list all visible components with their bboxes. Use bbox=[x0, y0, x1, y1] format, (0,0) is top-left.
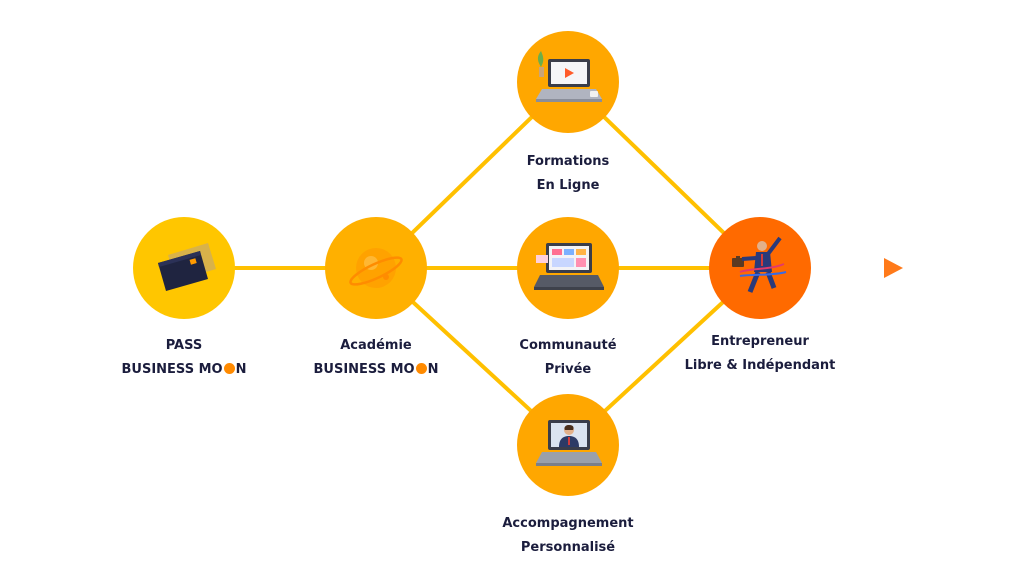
node-pass bbox=[133, 217, 235, 319]
card-icon bbox=[158, 243, 216, 291]
node-accompagnement bbox=[517, 394, 619, 496]
label-pass-line1: PASS bbox=[165, 338, 203, 353]
label-communaute-line2: Privée bbox=[544, 362, 592, 377]
label-academie-line1: Académie bbox=[340, 338, 412, 353]
laptop-video-icon bbox=[536, 51, 602, 102]
laptop-dashboard-icon bbox=[534, 243, 604, 290]
moon-logo-icon bbox=[415, 363, 427, 374]
label-communaute: Communauté Privée bbox=[468, 334, 668, 382]
label-entrepreneur-line2: Libre & Indépendant bbox=[684, 358, 836, 373]
laptop-person-icon bbox=[536, 420, 602, 466]
node-entrepreneur bbox=[709, 217, 811, 319]
label-accompagnement-line1: Accompagnement bbox=[502, 516, 634, 531]
node-formations bbox=[517, 31, 619, 133]
label-formations: Formations En Ligne bbox=[468, 150, 668, 198]
label-entrepreneur: Entrepreneur Libre & Indépendant bbox=[660, 330, 860, 378]
label-accompagnement: Accompagnement Personnalisé bbox=[468, 512, 668, 560]
label-entrepreneur-line1: Entrepreneur bbox=[711, 334, 809, 349]
connectors bbox=[184, 80, 762, 447]
label-accompagnement-line2: Personnalisé bbox=[520, 540, 616, 555]
businessman-icon bbox=[732, 236, 787, 293]
label-formations-line2: En Ligne bbox=[536, 178, 600, 193]
label-formations-line1: Formations bbox=[526, 154, 610, 169]
output-arrow bbox=[800, 258, 903, 278]
moon-logo-icon bbox=[223, 363, 235, 374]
label-communaute-line1: Communauté bbox=[519, 338, 617, 353]
node-communaute bbox=[517, 217, 619, 319]
planet-icon bbox=[349, 248, 403, 288]
node-academie bbox=[325, 217, 427, 319]
